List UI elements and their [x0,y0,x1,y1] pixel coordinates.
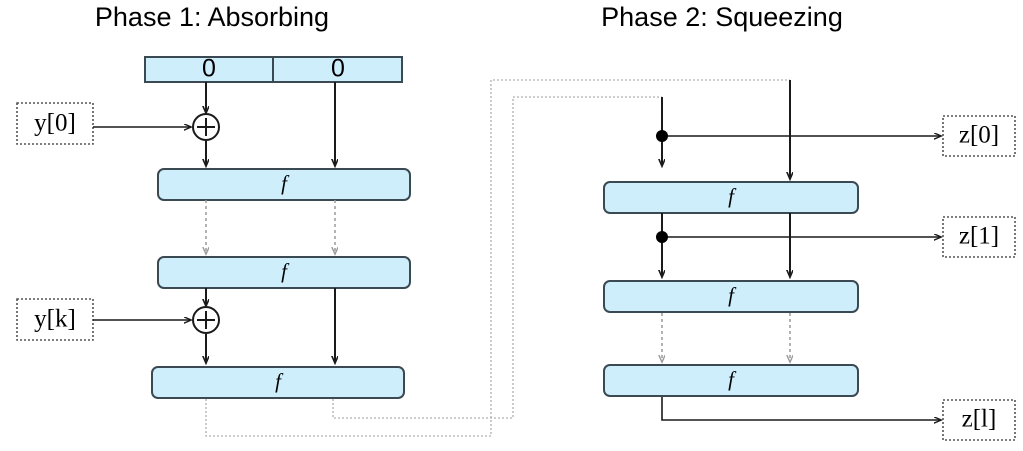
phase2-title: Phase 2: Squeezing [601,2,843,32]
xor-gate-2 [192,306,220,334]
phase2-permutation-label-1: f [728,184,737,208]
phase1-permutation-label-3: f [275,369,284,393]
input-label-yk: y[k] [34,306,76,333]
input-label-y0: y[0] [34,110,76,137]
feedback-path-outer [205,79,790,437]
phase1-permutation-block-2 [157,256,411,289]
phase2-permutation-block-2 [603,280,859,313]
phase2-permutation-block-1 [603,181,859,214]
phase1-permutation-label-1: f [281,171,290,195]
tap-dot-z0 [656,130,668,142]
input-box-y0[interactable] [16,102,94,145]
feedback-path-inner [332,96,662,419]
output-label-zl: z[l] [962,406,997,433]
tap-dot-z1 [656,231,668,243]
phase2-permutation-label-2: f [728,283,737,307]
rate-register-box [144,56,274,83]
output-box-z0[interactable] [942,115,1016,157]
phase1-title: Phase 1: Absorbing [95,2,329,32]
phase2-permutation-block-3 [603,364,859,397]
rate-register-label: 0 [202,55,216,83]
phase2-permutation-label-3: f [728,367,737,391]
phase1-permutation-block-1 [157,168,411,201]
capacity-register-box [272,56,403,83]
output-label-z0: z[0] [959,122,999,149]
output-box-z1[interactable] [942,216,1016,258]
output-label-z1: z[1] [959,223,999,250]
capacity-register-label: 0 [331,55,345,83]
phase1-permutation-block-3 [151,366,405,399]
output-box-zl[interactable] [942,399,1016,441]
xor-gate-1 [192,113,220,141]
tap-line-zl [661,397,941,420]
phase1-permutation-label-2: f [281,259,290,283]
